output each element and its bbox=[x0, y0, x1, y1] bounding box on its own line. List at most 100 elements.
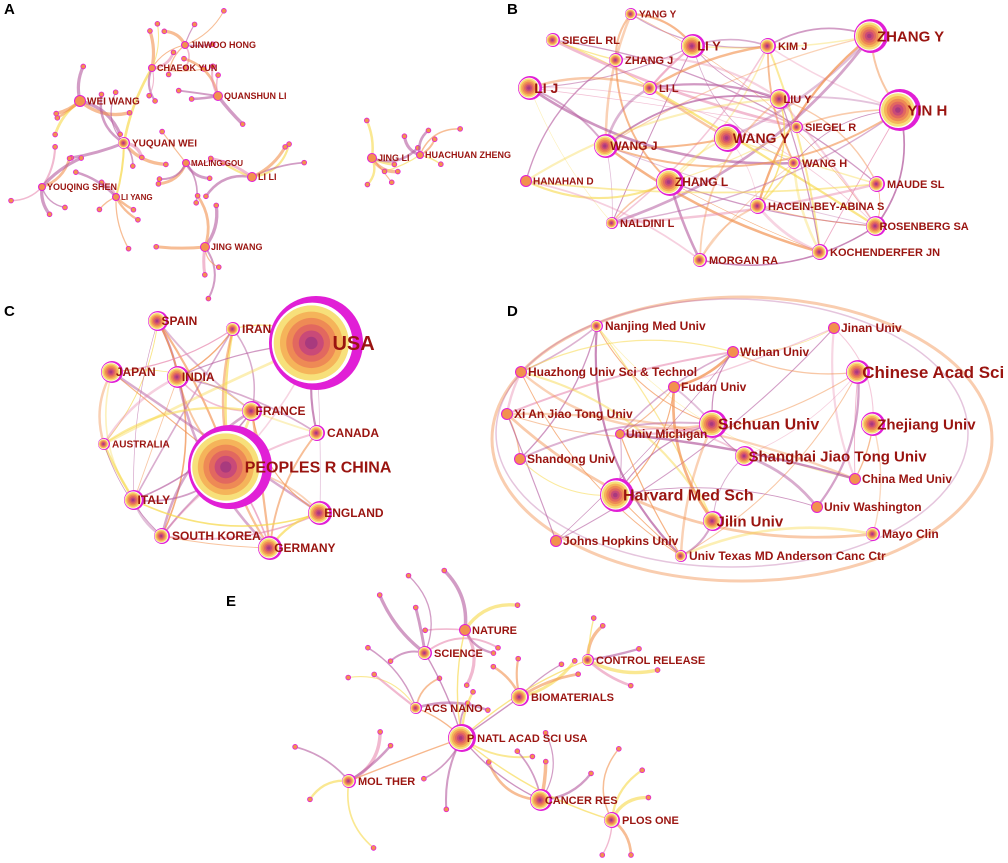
node-label: NATURE bbox=[472, 625, 517, 637]
node-label: WEI WANG bbox=[87, 97, 140, 108]
node-core bbox=[183, 160, 189, 166]
network-link bbox=[699, 225, 877, 266]
node-core bbox=[850, 474, 860, 484]
satellite-node bbox=[194, 192, 201, 199]
node-ring bbox=[109, 370, 113, 374]
node: Chinese Acad Sci bbox=[846, 360, 1004, 384]
node: SOUTH KOREA bbox=[154, 528, 261, 544]
node-ring bbox=[875, 182, 878, 186]
node: LI LI bbox=[247, 172, 277, 182]
network-link bbox=[680, 526, 874, 558]
node-ring bbox=[527, 86, 531, 90]
network-link bbox=[672, 386, 715, 522]
satellite-node bbox=[364, 117, 370, 124]
node-label: JING LI bbox=[378, 153, 410, 163]
node: Zhejiang Univ bbox=[861, 412, 976, 436]
satellite-node bbox=[438, 161, 444, 168]
network-link bbox=[673, 351, 735, 389]
node-ring bbox=[870, 422, 874, 426]
node: JING LI bbox=[367, 153, 410, 163]
node-core bbox=[201, 243, 209, 251]
node: Harvard Med Sch bbox=[600, 478, 754, 512]
node-label: JINWOO HONG bbox=[190, 40, 256, 50]
node: ZHANG J bbox=[609, 53, 673, 67]
satellite-node bbox=[345, 674, 352, 681]
node-ring bbox=[613, 492, 618, 498]
node-label: YOUQING SHEN bbox=[47, 182, 117, 192]
network-link bbox=[122, 67, 154, 144]
node-core bbox=[113, 194, 119, 200]
network-link bbox=[442, 569, 468, 631]
satellite-node bbox=[154, 21, 161, 27]
network-link bbox=[669, 181, 821, 253]
satellite-node bbox=[161, 28, 168, 35]
network-link bbox=[367, 647, 417, 709]
network-link bbox=[619, 427, 746, 457]
satellite-node bbox=[571, 658, 578, 664]
network-link bbox=[40, 156, 82, 189]
network-link bbox=[525, 97, 781, 182]
network-link bbox=[519, 421, 714, 460]
network-link bbox=[616, 487, 818, 508]
panel-letter: C bbox=[4, 303, 15, 320]
node-label: CHAEOK YUN bbox=[157, 63, 217, 73]
network-link bbox=[519, 325, 598, 460]
node: ITALY bbox=[124, 490, 170, 510]
node-label: BIOMATERIALS bbox=[531, 692, 614, 704]
satellite-node bbox=[616, 745, 622, 752]
node-label: Wuhan Univ bbox=[740, 345, 809, 359]
network-link bbox=[605, 145, 877, 227]
node: BIOMATERIALS bbox=[511, 688, 614, 706]
node-label: SIEGEL RL bbox=[562, 35, 620, 47]
network-link bbox=[872, 423, 882, 535]
node-ring bbox=[873, 224, 877, 228]
node-label: GERMANY bbox=[274, 541, 335, 555]
network-link bbox=[525, 59, 617, 182]
satellite-node bbox=[636, 645, 642, 652]
node: China Med Univ bbox=[849, 472, 952, 486]
node-label: WANG J bbox=[610, 139, 657, 153]
network-link bbox=[596, 325, 714, 425]
network-link bbox=[177, 376, 318, 434]
satellite-node bbox=[80, 63, 87, 70]
node-ring bbox=[220, 461, 232, 473]
network-link bbox=[757, 98, 786, 207]
network-link bbox=[520, 371, 682, 557]
node-label: Univ Washington bbox=[824, 500, 922, 514]
node: QUANSHUN LI bbox=[213, 91, 287, 101]
node-label: USA bbox=[332, 333, 374, 355]
node: AUSTRALIA bbox=[98, 438, 170, 451]
node-label: Univ Michigan bbox=[626, 427, 707, 441]
network-link bbox=[525, 180, 671, 200]
node-ring bbox=[666, 180, 671, 184]
satellite-node bbox=[159, 128, 165, 135]
node: ACS NANO bbox=[410, 702, 483, 715]
satellite-node bbox=[155, 181, 162, 187]
network-link bbox=[365, 119, 374, 159]
network-link bbox=[463, 603, 518, 631]
panel-letter: B bbox=[507, 1, 518, 18]
node-ring bbox=[895, 107, 901, 113]
network-link bbox=[348, 731, 382, 783]
network-link bbox=[611, 45, 769, 224]
network-link bbox=[196, 194, 210, 248]
node-label: FRANCE bbox=[256, 404, 306, 418]
node-ring bbox=[155, 319, 159, 323]
node-label: PLOS ONE bbox=[622, 815, 679, 827]
network-link bbox=[816, 371, 860, 508]
node-ring bbox=[517, 695, 521, 699]
node-ring bbox=[102, 443, 105, 445]
node-ring bbox=[315, 431, 318, 435]
node-label: Mayo Clin bbox=[882, 527, 939, 541]
satellite-node bbox=[126, 109, 133, 116]
node-label: WANG H bbox=[802, 158, 847, 170]
node-ring bbox=[610, 222, 613, 224]
network-link bbox=[619, 433, 682, 557]
network-link bbox=[424, 637, 499, 654]
satellite-node bbox=[401, 133, 408, 140]
network-link bbox=[605, 94, 781, 147]
node-ring bbox=[867, 33, 872, 39]
network-link bbox=[692, 35, 872, 49]
